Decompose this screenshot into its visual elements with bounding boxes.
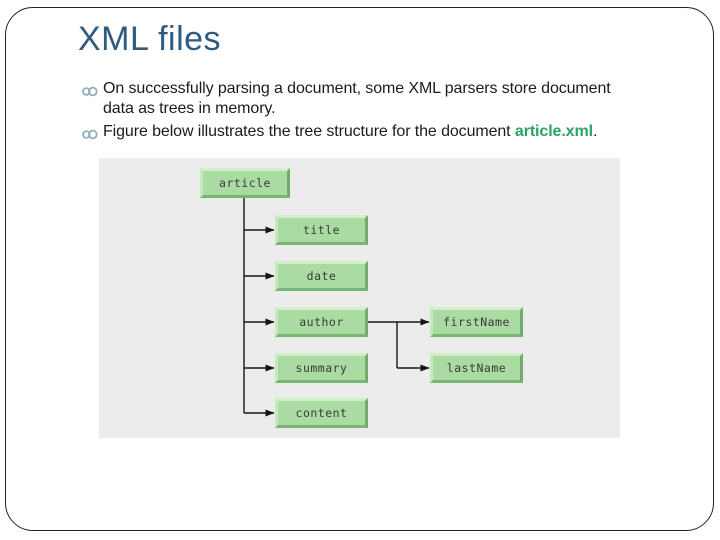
linked-rings-bullet-icon [82,79,103,102]
bullet-line: data as trees in memory. [103,100,276,117]
diagram-node-lastName: lastName [430,353,523,383]
article-xml-filename: article.xml [514,123,593,140]
bullet-line: On successfully parsing a document, some… [103,80,611,97]
diagram-node-author: author [275,307,368,337]
tree-diagram-panel: article title date author summary conten… [99,158,620,438]
tree-connector-lines [243,198,430,417]
bullet-text: Figure below illustrates the tree struct… [103,122,597,142]
bullet-line: Figure below illustrates the tree struct… [103,122,597,142]
diagram-node-firstName: firstName [430,307,523,337]
diagram-node-article: article [200,168,290,198]
diagram-node-title: title [275,215,368,245]
bullet-item: On successfully parsing a document, some… [82,79,672,119]
bullet-line-prefix: Figure below illustrates the tree struct… [103,123,515,140]
slide-title: XML files [78,20,222,58]
bullet-list: On successfully parsing a document, some… [82,79,672,148]
diagram-node-summary: summary [275,353,368,383]
diagram-node-content: content [275,398,368,428]
bullet-item: Figure below illustrates the tree struct… [82,122,672,145]
bullet-line-suffix: . [592,123,598,140]
diagram-node-date: date [275,261,368,291]
bullet-text: On successfully parsing a document, some… [103,79,611,119]
linked-rings-bullet-icon [82,122,103,145]
